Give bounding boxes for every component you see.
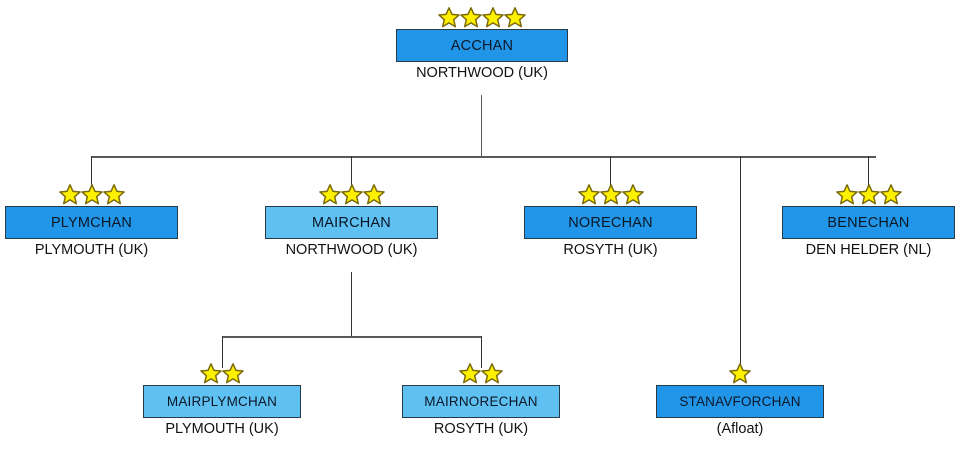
connector-drop-mairchan bbox=[351, 156, 352, 189]
connector-drop-norechan bbox=[610, 156, 611, 189]
node-label-mairnorechan: MAIRNORECHAN bbox=[424, 394, 538, 409]
star-icon bbox=[879, 184, 902, 205]
connector-acchan-stem bbox=[481, 95, 482, 157]
star-icon bbox=[481, 363, 503, 384]
node-box-mairnorechan[interactable]: MAIRNORECHAN bbox=[402, 385, 560, 418]
node-acchan[interactable]: ACCHAN NORTHWOOD (UK) bbox=[396, 6, 568, 81]
node-mairchan[interactable]: MAIRCHAN NORTHWOOD (UK) bbox=[265, 183, 438, 258]
connector-drop-stanavforchan bbox=[740, 156, 741, 367]
node-label-benechan: BENECHAN bbox=[827, 214, 910, 231]
star-icon bbox=[504, 7, 526, 28]
star-icon bbox=[460, 7, 482, 28]
node-location-benechan: DEN HELDER (NL) bbox=[805, 242, 932, 258]
node-label-mairplymchan: MAIRPLYMCHAN bbox=[166, 394, 278, 409]
star-icon bbox=[599, 184, 622, 205]
node-norechan[interactable]: NORECHAN ROSYTH (UK) bbox=[524, 183, 697, 258]
rank-stars-mairchan bbox=[318, 183, 385, 205]
rank-stars-norechan bbox=[577, 183, 644, 205]
star-icon bbox=[340, 184, 363, 205]
node-location-stanavforchan: (Afloat) bbox=[716, 421, 764, 437]
node-location-plymchan: PLYMOUTH (UK) bbox=[34, 242, 149, 258]
connector-drop-mairnorechan bbox=[481, 336, 482, 368]
node-mairplymchan[interactable]: MAIRPLYMCHAN PLYMOUTH (UK) bbox=[143, 362, 301, 437]
node-label-plymchan: PLYMCHAN bbox=[50, 214, 133, 231]
node-stanavforchan[interactable]: STANAVFORCHAN (Afloat) bbox=[656, 362, 824, 437]
rank-stars-benechan bbox=[835, 183, 902, 205]
connector-drop-benechan bbox=[868, 156, 869, 189]
node-box-acchan[interactable]: ACCHAN bbox=[396, 29, 568, 62]
star-icon bbox=[835, 184, 858, 205]
node-location-mairchan: NORTHWOOD (UK) bbox=[285, 242, 418, 258]
connector-drop-mairplymchan bbox=[222, 336, 223, 368]
node-box-plymchan[interactable]: PLYMCHAN bbox=[5, 206, 178, 239]
node-location-mairnorechan: ROSYTH (UK) bbox=[433, 421, 529, 437]
star-icon bbox=[857, 184, 880, 205]
node-box-benechan[interactable]: BENECHAN bbox=[782, 206, 955, 239]
node-label-mairchan: MAIRCHAN bbox=[312, 214, 391, 231]
star-icon bbox=[80, 184, 103, 205]
node-box-mairplymchan[interactable]: MAIRPLYMCHAN bbox=[143, 385, 301, 418]
star-icon bbox=[438, 7, 460, 28]
rank-stars-mairplymchan bbox=[200, 362, 244, 384]
connector-drop-plymchan bbox=[91, 156, 92, 189]
rank-stars-stanavforchan bbox=[729, 362, 751, 384]
rank-stars-plymchan bbox=[58, 183, 125, 205]
star-icon bbox=[318, 184, 341, 205]
star-icon bbox=[621, 184, 644, 205]
connector-main-bus bbox=[91, 156, 876, 158]
node-box-mairchan[interactable]: MAIRCHAN bbox=[265, 206, 438, 239]
star-icon bbox=[459, 363, 481, 384]
star-icon bbox=[362, 184, 385, 205]
node-benechan[interactable]: BENECHAN DEN HELDER (NL) bbox=[782, 183, 955, 258]
star-icon bbox=[200, 363, 222, 384]
node-location-mairplymchan: PLYMOUTH (UK) bbox=[165, 421, 279, 437]
node-label-stanavforchan: STANAVFORCHAN bbox=[679, 394, 801, 409]
node-mairnorechan[interactable]: MAIRNORECHAN ROSYTH (UK) bbox=[402, 362, 560, 437]
node-location-norechan: ROSYTH (UK) bbox=[563, 242, 658, 258]
star-icon bbox=[58, 184, 81, 205]
rank-stars-mairnorechan bbox=[459, 362, 503, 384]
node-plymchan[interactable]: PLYMCHAN PLYMOUTH (UK) bbox=[5, 183, 178, 258]
star-icon bbox=[577, 184, 600, 205]
star-icon bbox=[729, 363, 751, 384]
star-icon bbox=[102, 184, 125, 205]
star-icon bbox=[222, 363, 244, 384]
connector-mairchan-stem bbox=[351, 272, 352, 337]
connector-mairchan-bus bbox=[222, 336, 482, 338]
node-location-acchan: NORTHWOOD (UK) bbox=[416, 65, 548, 81]
star-icon bbox=[482, 7, 504, 28]
rank-stars-acchan bbox=[438, 6, 526, 28]
node-label-acchan: ACCHAN bbox=[450, 37, 514, 54]
node-label-norechan: NORECHAN bbox=[568, 214, 653, 231]
node-box-stanavforchan[interactable]: STANAVFORCHAN bbox=[656, 385, 824, 418]
node-box-norechan[interactable]: NORECHAN bbox=[524, 206, 697, 239]
